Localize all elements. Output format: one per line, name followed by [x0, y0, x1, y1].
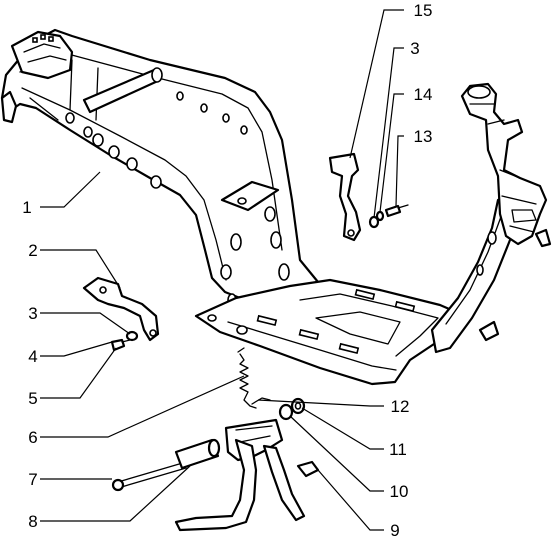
leader-15	[349, 9, 404, 159]
callout-3-right: 3	[410, 39, 419, 58]
callout-10: 10	[390, 482, 409, 501]
screw-part-4	[110, 338, 131, 352]
leader-5	[40, 347, 117, 399]
callout-14: 14	[414, 85, 433, 104]
callout-6: 6	[28, 428, 37, 447]
bush-part-11	[290, 397, 306, 415]
leader-13	[395, 135, 404, 207]
bush-part-10	[278, 403, 294, 421]
pivot-pin-part-7	[111, 461, 187, 492]
spring-hook-part-12	[251, 397, 271, 405]
spring-part-6	[237, 347, 257, 409]
leader-3b	[373, 47, 404, 219]
callout-4: 4	[28, 347, 37, 366]
leader-6	[40, 375, 245, 438]
leader-14	[379, 93, 404, 213]
callout-13: 13	[414, 127, 433, 146]
callout-3-left: 3	[28, 304, 37, 323]
callout-8: 8	[28, 512, 37, 531]
leader-2	[40, 249, 121, 289]
steering-head-tube	[460, 82, 552, 248]
leader-lines	[40, 9, 404, 531]
callout-15: 15	[414, 1, 433, 20]
callout-2: 2	[28, 241, 37, 260]
leader-1	[40, 171, 101, 208]
callout-5: 5	[28, 389, 37, 408]
bush-part-8	[174, 438, 221, 470]
screw-part-13	[384, 204, 409, 218]
bracket-part-2	[82, 276, 160, 342]
callout-9: 9	[390, 521, 399, 540]
callout-12: 12	[391, 397, 410, 416]
main-frame	[0, 28, 518, 386]
callout-1: 1	[22, 198, 31, 217]
leader-4	[40, 341, 113, 357]
leader-3a	[40, 312, 131, 335]
callout-labels: 1 2 3 4 5 6 7 8 9 10 11 12 13 14 3 15	[22, 1, 432, 540]
washer-part-14	[375, 210, 385, 222]
leader-12	[257, 399, 384, 407]
leader-9	[317, 469, 384, 531]
bracket-part-15	[328, 152, 362, 242]
leader-11	[301, 407, 384, 450]
callout-11: 11	[389, 440, 407, 459]
leader-8	[40, 465, 191, 522]
centre-stand-part-9	[174, 418, 320, 532]
callout-7: 7	[28, 470, 37, 489]
leader-10	[289, 415, 384, 492]
